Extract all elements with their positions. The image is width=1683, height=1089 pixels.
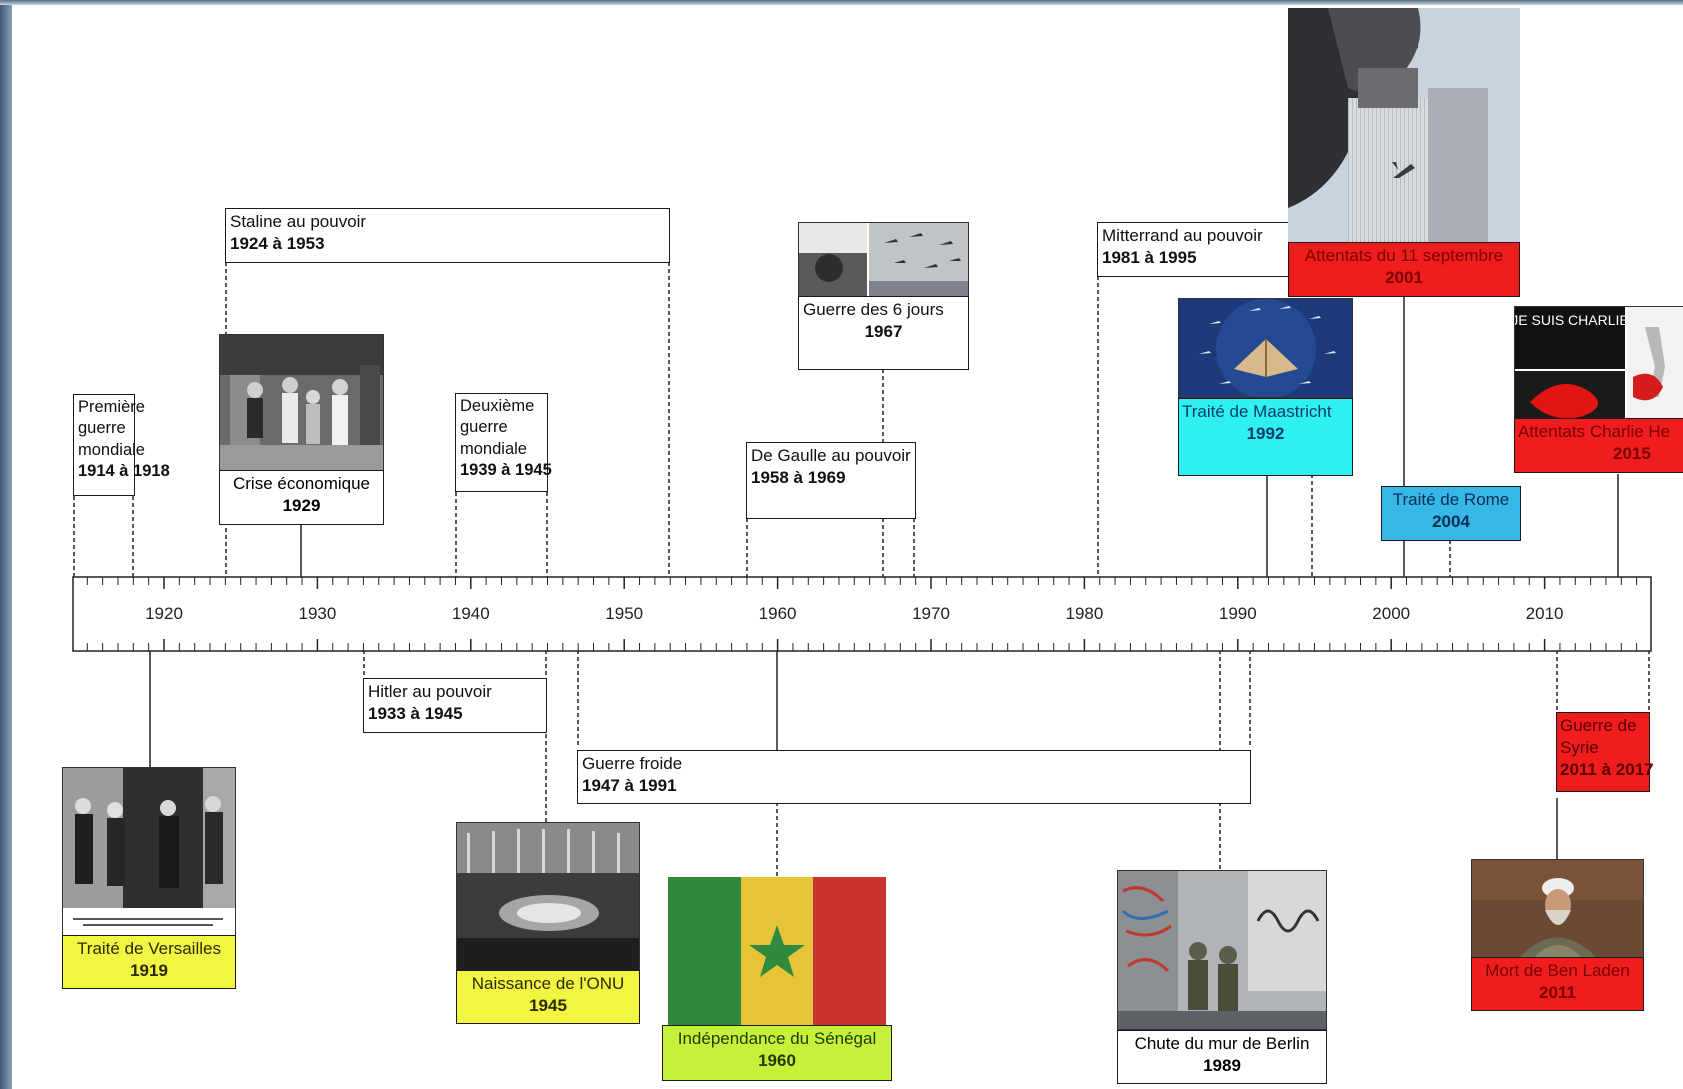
event-syrie-title: Guerre de Syrie	[1560, 716, 1637, 758]
event-premiere-guerre-dates: 1914 à 1918	[78, 462, 170, 481]
event-de-gaulle-dates: 1958 à 1969	[751, 468, 846, 488]
event-ben-laden-dates: 2011	[1539, 983, 1576, 1003]
event-staline-dates: 1924 à 1953	[230, 234, 325, 254]
event-hitler: Hitler au pouvoir 1933 à 1945	[363, 678, 547, 733]
photo-onu	[456, 822, 640, 972]
event-syrie: Guerre de Syrie 2011 à 2017	[1556, 712, 1654, 792]
axis-tick-label: 1980	[1065, 604, 1103, 623]
timeline-axis	[72, 576, 1652, 652]
senegal-star-icon	[749, 925, 805, 977]
event-six-jours-title: Guerre des 6 jours	[803, 300, 944, 319]
window-edge-top	[0, 0, 1683, 5]
event-crise: Crise économique 1929	[219, 470, 384, 525]
event-staline-title: Staline au pouvoir	[230, 212, 367, 231]
photo-charlie-image: JE SUIS CHARLIE	[1515, 307, 1683, 419]
photo-senegal-flag	[668, 877, 886, 1025]
photo-versailles	[62, 767, 236, 937]
photo-onu-image	[457, 823, 639, 971]
axis-tick-label: 1990	[1219, 604, 1257, 623]
event-staline: Staline au pouvoir 1924 à 1953	[225, 208, 670, 263]
event-maastricht-title: Traité de Maastricht	[1182, 402, 1332, 421]
photo-onze-septembre	[1288, 8, 1520, 244]
event-deuxieme-guerre-dates: 1939 à 1945	[460, 461, 552, 480]
event-charlie-dates: 2015	[1613, 444, 1651, 464]
window-edge-left	[0, 0, 12, 1089]
event-rome-title: Traité de Rome	[1392, 490, 1510, 509]
event-rome: Traité de Rome 2004	[1381, 486, 1521, 541]
event-senegal-title: Indépendance du Sénégal	[677, 1029, 877, 1048]
photo-six-jours	[798, 222, 969, 297]
event-guerre-froide-dates: 1947 à 1991	[582, 776, 677, 796]
photo-six-jours-image	[799, 223, 968, 296]
event-rome-dates: 2004	[1432, 512, 1470, 532]
photo-ben-laden	[1471, 859, 1644, 959]
event-ben-laden-title: Mort de Ben Laden	[1485, 961, 1630, 980]
photo-onze-septembre-image	[1288, 8, 1520, 244]
event-de-gaulle: De Gaulle au pouvoir 1958 à 1969	[746, 442, 916, 519]
event-senegal-dates: 1960	[758, 1051, 796, 1071]
event-ben-laden: Mort de Ben Laden 2011	[1471, 957, 1644, 1011]
photo-crise-image	[220, 335, 383, 471]
event-onze-septembre-dates: 2001	[1385, 268, 1423, 288]
photo-berlin-image	[1118, 871, 1326, 1029]
event-hitler-dates: 1933 à 1945	[368, 704, 463, 724]
event-premiere-guerre: Première guerre mondiale 1914 à 1918	[73, 394, 170, 496]
event-crise-title: Crise économique	[232, 474, 370, 493]
photo-berlin	[1117, 870, 1327, 1030]
axis-tick-label: 2010	[1526, 604, 1564, 623]
event-six-jours: Guerre des 6 jours 1967	[798, 296, 969, 370]
axis-tick-label: 2000	[1372, 604, 1410, 623]
event-charlie-title: Attentats Charlie He	[1518, 422, 1671, 441]
photo-versailles-image	[63, 768, 235, 936]
charlie-photo-text: JE SUIS CHARLIE	[1515, 312, 1629, 328]
event-berlin: Chute du mur de Berlin 1989	[1117, 1030, 1327, 1084]
event-berlin-dates: 1989	[1203, 1056, 1241, 1076]
photo-charlie: JE SUIS CHARLIE	[1514, 306, 1683, 420]
axis-tick-label: 1950	[605, 604, 643, 623]
event-onu-title: Naissance de l'ONU	[471, 974, 625, 993]
event-maastricht-dates: 1992	[1246, 424, 1285, 444]
event-deuxieme-guerre-title: Deuxième guerre mondiale	[460, 397, 535, 458]
event-charlie: Attentats Charlie He 2015	[1514, 418, 1683, 473]
event-mitterrand-dates: 1981 à 1995	[1102, 248, 1197, 268]
event-syrie-dates: 2011 à 2017	[1560, 760, 1654, 780]
event-hitler-title: Hitler au pouvoir	[368, 682, 492, 701]
event-mitterrand: Mitterrand au pouvoir 1981 à 1995	[1097, 222, 1291, 277]
event-onu: Naissance de l'ONU 1945	[456, 970, 640, 1024]
axis-tick-label: 1920	[145, 604, 183, 623]
event-onu-dates: 1945	[529, 996, 567, 1016]
senegal-flag-image	[668, 877, 886, 1025]
event-premiere-guerre-title: Première guerre mondiale	[78, 398, 145, 459]
event-onze-septembre-title: Attentats du 11 septembre	[1304, 246, 1504, 265]
event-deuxieme-guerre: Deuxième guerre mondiale 1939 à 1945	[455, 393, 552, 492]
photo-maastricht	[1178, 298, 1353, 398]
event-maastricht: Traité de Maastricht 1992	[1178, 398, 1353, 476]
axis-tick-label: 1930	[298, 604, 336, 623]
event-versailles-dates: 1919	[130, 961, 168, 981]
event-six-jours-dates: 1967	[864, 322, 903, 342]
photo-crise-economique	[219, 334, 384, 472]
connector-lines	[73, 262, 1650, 878]
event-berlin-title: Chute du mur de Berlin	[1134, 1034, 1310, 1053]
axis-tick-label: 1940	[452, 604, 490, 623]
photo-ben-laden-image	[1472, 860, 1643, 958]
event-crise-dates: 1929	[282, 496, 321, 516]
event-mitterrand-title: Mitterrand au pouvoir	[1102, 226, 1263, 245]
axis-major-ticks: 1920 1930 1940 1950 1960 1970 1980 1990 2000 2010	[145, 604, 1563, 623]
event-guerre-froide: Guerre froide 1947 à 1991	[577, 750, 1251, 804]
axis-tick-label: 1970	[912, 604, 950, 623]
event-versailles-title: Traité de Versailles	[77, 939, 221, 958]
event-guerre-froide-title: Guerre froide	[582, 754, 683, 773]
axis-minor-ticks	[86, 577, 1638, 651]
photo-maastricht-image	[1179, 299, 1352, 397]
event-senegal: Indépendance du Sénégal 1960	[662, 1025, 892, 1081]
event-de-gaulle-title: De Gaulle au pouvoir	[751, 446, 911, 465]
event-versailles: Traité de Versailles 1919	[62, 935, 236, 989]
event-onze-septembre: Attentats du 11 septembre 2001	[1288, 242, 1520, 297]
axis-tick-label: 1960	[759, 604, 797, 623]
